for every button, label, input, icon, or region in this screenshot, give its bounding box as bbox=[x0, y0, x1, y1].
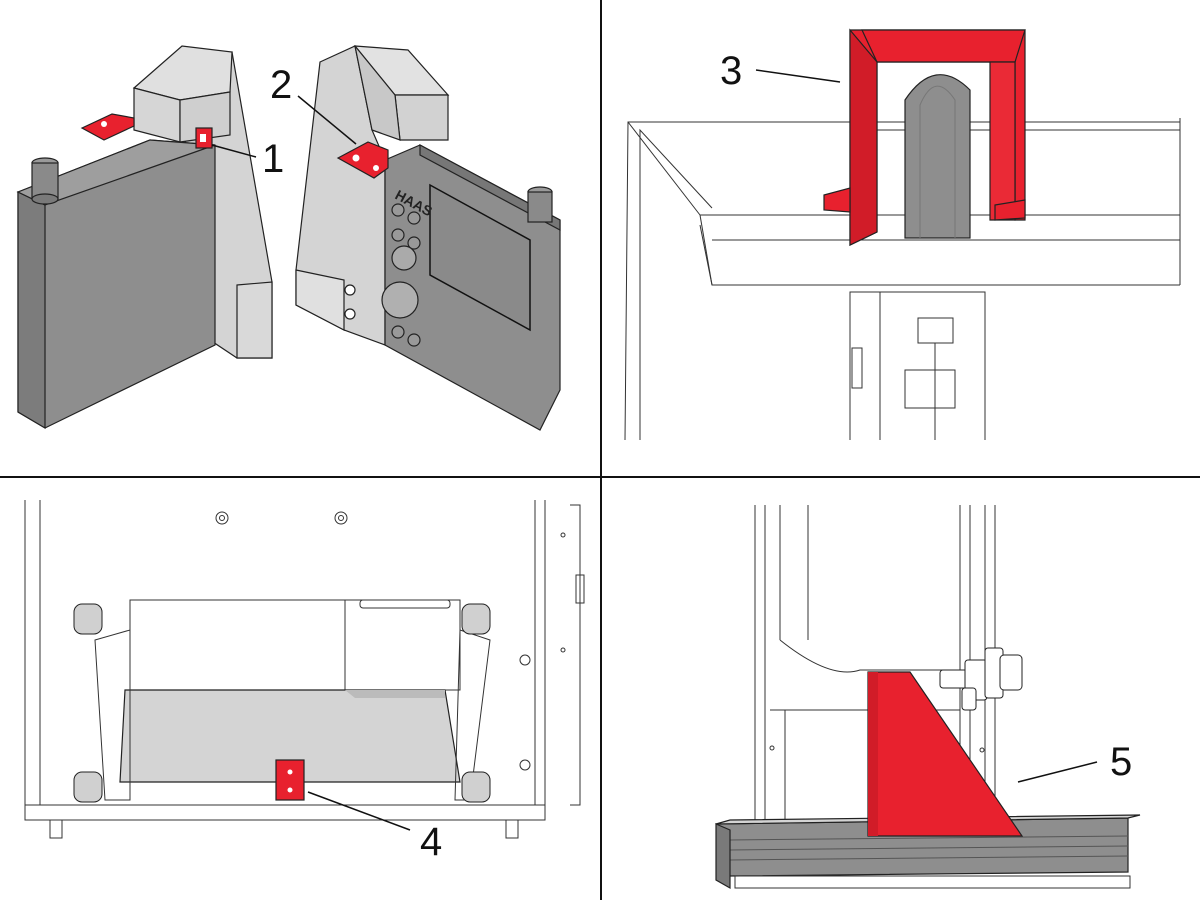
callout-2: 2 bbox=[270, 63, 292, 107]
leader-4 bbox=[307, 791, 411, 831]
leader-1 bbox=[211, 144, 257, 158]
leader-3 bbox=[755, 69, 841, 83]
pendant-front-view: HAAS bbox=[295, 45, 561, 431]
pendant-back-view bbox=[16, 45, 273, 430]
red-bracket-base bbox=[275, 759, 305, 801]
red-bracket-top bbox=[80, 113, 135, 141]
panel-bottom-right: 5 bbox=[715, 505, 1141, 890]
callout-3: 3 bbox=[720, 49, 742, 93]
cable-bundle bbox=[904, 74, 971, 239]
panel-bottom-left: 4 bbox=[24, 500, 585, 864]
callout-5: 5 bbox=[1110, 740, 1132, 784]
panel-top-left: HAAS 1 2 bbox=[16, 45, 561, 431]
callout-4: 4 bbox=[420, 820, 442, 864]
coolant-fittings bbox=[939, 647, 1023, 711]
callout-1: 1 bbox=[262, 137, 284, 181]
leader-2 bbox=[297, 95, 357, 145]
panel-top-right: 3 bbox=[624, 28, 1181, 441]
pendant-screen bbox=[429, 183, 531, 332]
coolant-tub bbox=[119, 689, 461, 783]
leader-5 bbox=[1017, 761, 1098, 783]
red-cable-cover bbox=[823, 28, 1026, 246]
